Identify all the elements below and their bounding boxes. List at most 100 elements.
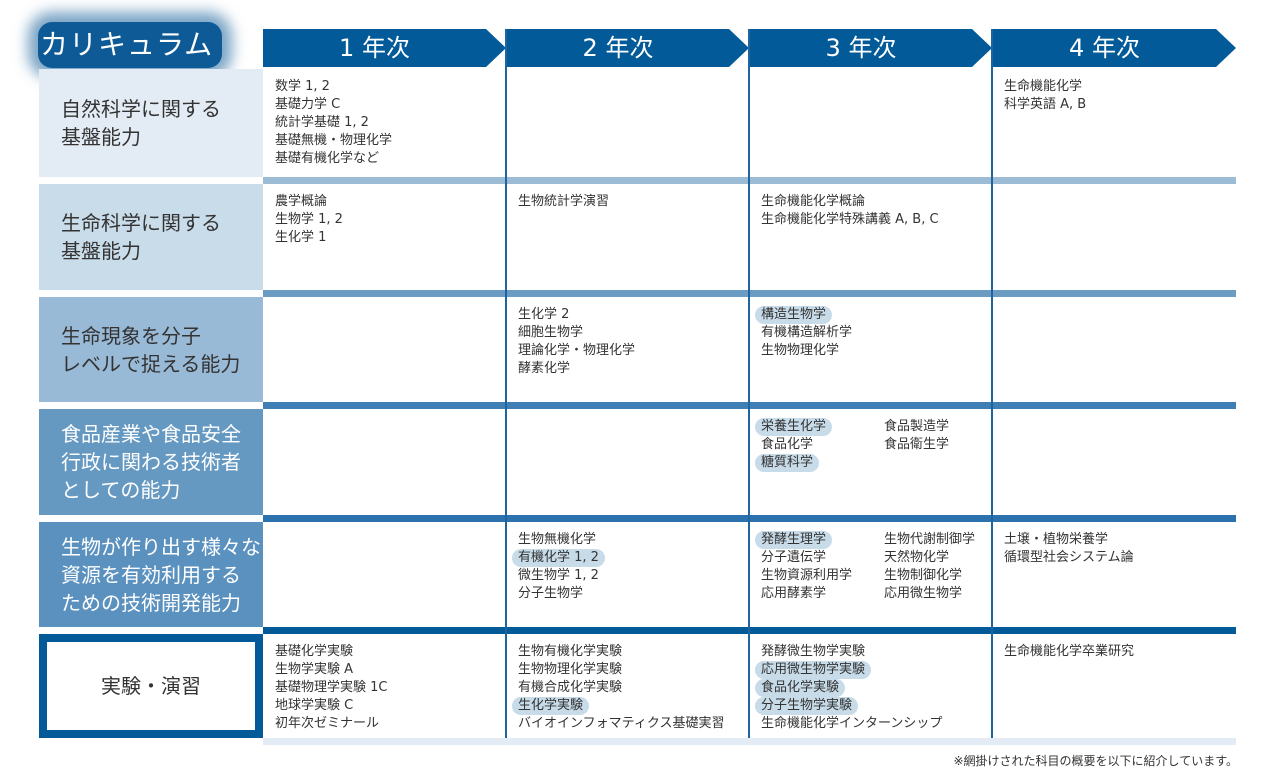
course-cell: 生命機能化学科学英語 A, B [1004,78,1224,114]
course-item: 生物制御化学 [884,568,963,583]
course-item: 生物無機化学 [518,532,597,547]
course-cell: 発酵微生物学実験応用微生物学実験食品化学実験分子生物学実験生命機能化学インターン… [755,643,981,733]
course-item: 基礎力学 C [275,97,341,112]
year-header-2: 2 年次 [507,29,749,67]
course-list: 発酵生理学分子遺伝学生物資源利用学応用酵素学 [755,531,981,603]
course-item: 初年次ゼミナール [275,716,380,731]
course-item: 生物有機化学実験 [518,644,623,659]
course-item: 分子生物学 [518,586,584,601]
course-item: 循環型社会システム論 [1004,550,1134,565]
highlighted-course: 分子生物学実験 [755,697,859,715]
course-list-secondary: 食品製造学食品衛生学 [884,418,949,454]
course-cell: 生命機能化学概論生命機能化学特殊講義 A, B, C [761,193,981,229]
highlighted-course: 生化学実験 [512,697,590,715]
course-item: 生化学 1 [275,230,327,245]
course-item: 生命機能化学 [1004,79,1083,94]
course-cell: 生化学 2 細胞生物学理論化学・物理化学酵素化学 [518,306,738,378]
course-item: 食品化学 [761,437,814,452]
course-cell: 農学概論生物学 1, 2 生化学 1 [275,193,495,247]
row-label-text: 生命科学に関する 基盤能力 [61,211,221,263]
course-item: 天然物化学 [884,550,950,565]
course-list: 土壌・植物栄養学循環型社会システム論 [1004,531,1224,567]
course-item: 生物統計学演習 [518,194,610,209]
highlighted-course: 有機化学 1, 2 [512,549,605,567]
course-list-secondary: 生物代謝制御学天然物化学生物制御化学応用微生物学 [884,531,975,603]
course-cell: 構造生物学有機構造解析学生物物理化学 [755,306,981,360]
row-label-text: 食品産業や食品安全 行政に関わる技術者 としての能力 [61,422,241,502]
course-list: 生命機能化学卒業研究 [1004,643,1224,661]
course-item: 地球学実験 C [275,698,354,713]
course-cell: 発酵生理学分子遺伝学生物資源利用学応用酵素学生物代謝制御学天然物化学生物制御化学… [755,531,981,603]
row-label-text: 生命現象を分子 レベルで捉える能力 [61,323,241,376]
row-label-text: 実験・演習 [101,674,201,698]
course-item: 基礎化学実験 [275,644,354,659]
column-divider [505,29,507,738]
column-divider [991,29,993,738]
course-item: 基礎無機・物理化学 [275,133,393,148]
row-label-text: 自然科学に関する 基盤能力 [61,97,221,149]
course-item: 生物物理化学 [761,343,840,358]
course-item: 応用微生物学 [884,586,963,601]
bottom-bar [263,738,1236,745]
course-cell: 生命機能化学卒業研究 [1004,643,1224,661]
course-item: 生物物理化学実験 [518,662,623,677]
course-item: 生化学 2 [518,307,570,322]
page-title: カリキュラム [40,28,214,61]
highlighted-course: 発酵生理学 [755,531,833,549]
row-label: 食品産業や食品安全 行政に関わる技術者 としての能力 [39,409,263,515]
course-item: 生物資源利用学 [761,568,853,583]
title-badge [38,22,222,68]
row-label: 生物が作り出す様々な 資源を有効利用する ための技術開発能力 [39,522,263,627]
footnote: ※網掛けされた科目の概要を以下に紹介しています。 [953,754,1239,768]
course-item: 生物代謝制御学 [884,532,976,547]
course-item: 有機合成化学実験 [518,680,623,695]
course-list: 生命機能化学概論生命機能化学特殊講義 A, B, C [761,193,981,229]
course-item: 基礎有機化学など [275,151,380,166]
highlighted-course: 栄養生化学 [755,418,833,436]
highlighted-course: 糖質科学 [755,454,820,472]
course-item: 分子遺伝学 [761,550,827,565]
course-list: 生命機能化学科学英語 A, B [1004,78,1224,114]
course-item: 発酵微生物学実験 [761,644,866,659]
course-item: 生物学 1, 2 [275,212,343,227]
highlighted-course: 構造生物学 [755,306,833,324]
course-list: 生物統計学演習 [518,193,738,211]
course-item: 生命機能化学特殊講義 A, B, C [761,212,939,227]
course-list: 農学概論生物学 1, 2 生化学 1 [275,193,495,247]
row-label: 自然科学に関する 基盤能力 [39,69,263,177]
course-item: 細胞生物学 [518,325,584,340]
course-item: 理論化学・物理化学 [518,343,636,358]
course-cell: 数学 1, 2 基礎力学 C 統計学基礎 1, 2 基礎無機・物理化学基礎有機化学など [275,78,495,168]
course-item: バイオインフォマティクス基礎実習 [518,716,725,731]
course-list: 数学 1, 2 基礎力学 C 統計学基礎 1, 2 基礎無機・物理化学基礎有機化学など [275,78,495,168]
course-item: 酵素化学 [518,361,571,376]
course-list: 生化学 2 細胞生物学理論化学・物理化学酵素化学 [518,306,738,378]
course-item: 応用酵素学 [761,586,827,601]
course-item: 微生物学 1, 2 [518,568,599,583]
course-list: 栄養生化学食品化学糖質科学 [755,418,981,472]
row-label: 実験・演習 [39,634,263,738]
course-item: 生命機能化学概論 [761,194,866,209]
course-cell: 栄養生化学食品化学糖質科学食品製造学食品衛生学 [755,418,981,472]
course-list: 発酵微生物学実験応用微生物学実験食品化学実験分子生物学実験生命機能化学インターン… [755,643,981,733]
row-label: 生命科学に関する 基盤能力 [39,184,263,290]
course-list: 生物有機化学実験生物物理化学実験有機合成化学実験生化学実験バイオインフォマティク… [512,643,738,733]
highlighted-course: 応用微生物学実験 [755,661,872,679]
course-item: 農学概論 [275,194,328,209]
row-label: 生命現象を分子 レベルで捉える能力 [39,297,263,402]
course-cell: 生物有機化学実験生物物理化学実験有機合成化学実験生化学実験バイオインフォマティク… [512,643,738,733]
course-item: 生命機能化学インターンシップ [761,716,943,731]
course-item: 統計学基礎 1, 2 [275,115,369,130]
course-item: 有機構造解析学 [761,325,853,340]
course-item: 科学英語 A, B [1004,97,1087,112]
course-item: 生命機能化学卒業研究 [1004,644,1135,659]
year-header-3: 3 年次 [750,29,992,67]
course-item: 土壌・植物栄養学 [1004,532,1109,547]
row-label-text: 生物が作り出す様々な 資源を有効利用する ための技術開発能力 [61,534,261,615]
course-item: 数学 1, 2 [275,79,330,94]
course-cell: 土壌・植物栄養学循環型社会システム論 [1004,531,1224,567]
